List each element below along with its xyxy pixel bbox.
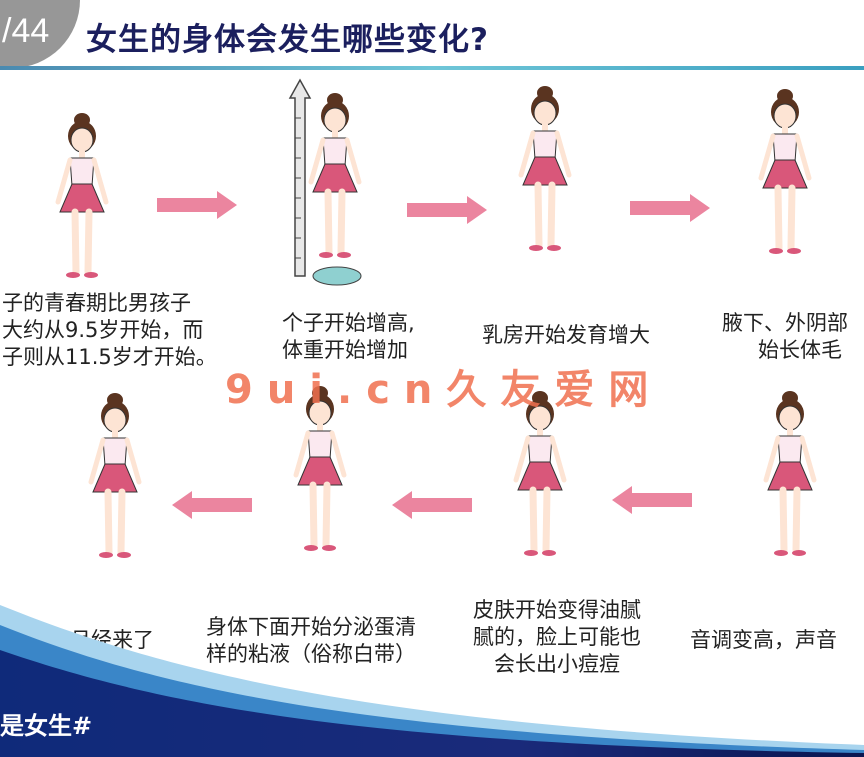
- caption-stage-2: 个子开始增高, 体重开始增加: [282, 310, 415, 364]
- girl-illustration-8: [88, 393, 142, 558]
- caption-stage-3: 乳房开始发育增大: [482, 322, 650, 349]
- girl-illustration-3: [518, 86, 572, 251]
- caption-stage-5: 音调变高，声音: [690, 627, 837, 654]
- arrow-left-icon: [172, 491, 252, 519]
- caption-line: 乳房开始发育增大: [482, 323, 650, 347]
- caption-line: 皮肤开始变得油腻: [473, 598, 641, 622]
- page-indicator: /44: [2, 12, 50, 50]
- caption-stage-1: 子的青春期比男孩子 大约从9.5岁开始，而 子则从11.5岁才开始。: [2, 290, 217, 371]
- arrow-right-icon: [157, 191, 237, 219]
- girl-illustration-4: [758, 89, 812, 254]
- footer-text: 是女生#: [0, 712, 93, 740]
- girl-illustration-5: [763, 391, 817, 556]
- arrow-left-icon: [392, 491, 472, 519]
- caption-line: 腻的，脸上可能也: [473, 625, 641, 649]
- page-title: 女生的身体会发生哪些变化?: [86, 22, 489, 58]
- caption-line: 会长出小痘痘: [494, 652, 620, 676]
- caption-line: 个子开始增高,: [282, 311, 415, 335]
- arrow-right-icon: [630, 194, 710, 222]
- arrow-left-icon: [612, 486, 692, 514]
- caption-line: 身体下面开始分泌蛋清: [206, 615, 416, 639]
- scale-icon: [312, 266, 362, 286]
- girl-illustration-2: [308, 93, 362, 258]
- girl-illustration-1: [55, 113, 109, 278]
- caption-stage-4: 腋下、外阴部 始长体毛: [722, 310, 848, 364]
- caption-line: 始长体毛: [758, 338, 842, 362]
- title-divider: [0, 66, 864, 70]
- caption-stage-6: 皮肤开始变得油腻 腻的，脸上可能也 会长出小痘痘: [473, 597, 641, 678]
- caption-line: 大约从9.5岁开始，而: [2, 318, 204, 342]
- caption-stage-7: 身体下面开始分泌蛋清 样的粘液（俗称白带）: [206, 614, 416, 668]
- caption-line: 音调变高，声音: [690, 628, 837, 652]
- caption-line: 样的粘液（俗称白带）: [206, 642, 416, 666]
- arrow-right-icon: [407, 196, 487, 224]
- caption-line: 子的青春期比男孩子: [2, 291, 191, 315]
- watermark: 9ui.cn久友爱网: [225, 367, 663, 413]
- height-ruler-icon: [288, 78, 312, 277]
- caption-line: 腋下、外阴部: [722, 311, 848, 335]
- girl-illustration-7: [293, 386, 347, 551]
- caption-line: 子则从11.5岁才开始。: [2, 345, 217, 369]
- footer-wave: [0, 605, 864, 757]
- caption-line: 体重开始增加: [282, 338, 408, 362]
- girl-illustration-6: [513, 391, 567, 556]
